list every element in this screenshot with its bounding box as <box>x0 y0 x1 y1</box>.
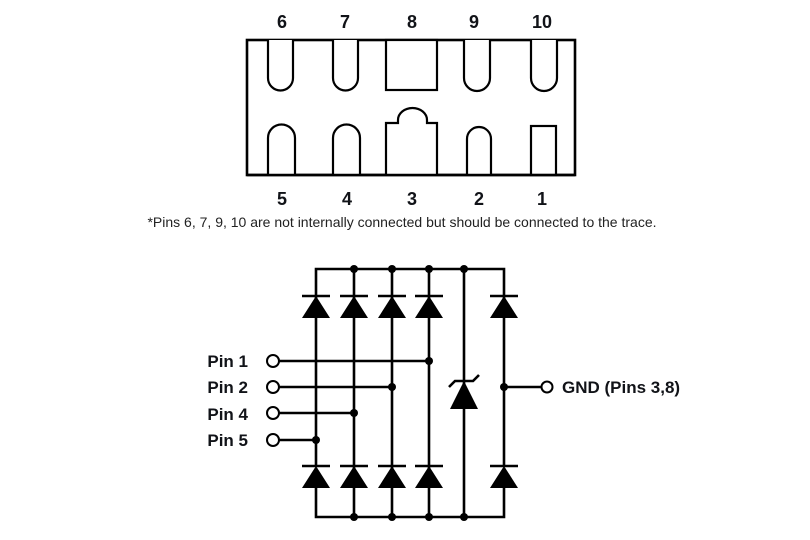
pin-label-4: 4 <box>342 189 352 209</box>
footnote: *Pins 6, 7, 9, 10 are not internally con… <box>147 214 656 230</box>
pin-label-5: 5 <box>277 189 287 209</box>
pad-4 <box>331 123 362 175</box>
junction-dot <box>388 383 396 391</box>
pad-1 <box>529 124 558 177</box>
input-terminal <box>266 406 280 420</box>
pin-label-10: 10 <box>532 12 552 32</box>
input-label: Pin 5 <box>207 431 248 450</box>
gnd-terminal <box>540 380 554 394</box>
input-label: Pin 1 <box>207 352 248 371</box>
steering-column-2 <box>340 265 368 521</box>
diode-lower-icon <box>302 466 330 488</box>
input-terminal <box>266 380 280 394</box>
steering-column-3 <box>378 265 406 521</box>
input-label: Pin 4 <box>207 405 248 424</box>
junction-dot <box>388 513 396 521</box>
pad-2 <box>465 125 493 175</box>
schematic: GND (Pins 3,8) Pin 1 Pin 2 Pin 4 Pin 5 <box>207 265 680 521</box>
pad-3 <box>384 106 439 175</box>
package-pinout: 6 7 8 9 10 5 4 3 2 1 *Pins 6, 7, 9, 10 a… <box>147 12 656 230</box>
diode-upper-icon <box>415 296 443 318</box>
input-pin-2: Pin 2 <box>207 378 396 397</box>
input-pin-4: Pin 4 <box>207 405 358 424</box>
diode-lower-icon <box>415 466 443 488</box>
gnd-label: GND (Pins 3,8) <box>562 378 680 397</box>
pin-label-9: 9 <box>469 12 479 32</box>
pad-7 <box>331 40 360 92</box>
steering-column-4 <box>415 265 443 521</box>
junction-dot <box>425 357 433 365</box>
diode-lower-icon <box>378 466 406 488</box>
junction-dot <box>312 436 320 444</box>
input-pin-1: Pin 1 <box>207 352 433 371</box>
bottom-rail <box>314 488 506 519</box>
junction-dot <box>460 513 468 521</box>
input-terminal <box>266 433 280 447</box>
zener-column <box>448 265 480 521</box>
pin-label-2: 2 <box>474 189 484 209</box>
junction-dot <box>460 265 468 273</box>
diode-upper-icon <box>302 296 330 318</box>
junction-dot <box>388 265 396 273</box>
top-rail <box>314 267 506 296</box>
steering-column-1 <box>302 294 330 488</box>
pin-label-1: 1 <box>537 189 547 209</box>
pin-label-6: 6 <box>277 12 287 32</box>
zener-diode-icon <box>450 381 478 409</box>
pad-5 <box>266 123 297 175</box>
input-terminal <box>266 354 280 368</box>
pin-label-3: 3 <box>407 189 417 209</box>
pad-8 <box>384 38 439 92</box>
diode-upper-icon <box>378 296 406 318</box>
diode-upper-icon <box>490 296 518 318</box>
junction-dot <box>425 265 433 273</box>
junction-dot <box>350 409 358 417</box>
junction-dot <box>350 265 358 273</box>
pad-9 <box>462 40 492 93</box>
pad-10 <box>529 40 559 93</box>
diode-upper-icon <box>340 296 368 318</box>
pin-label-8: 8 <box>407 12 417 32</box>
pad-6 <box>266 40 295 92</box>
junction-dot <box>425 513 433 521</box>
pin-label-7: 7 <box>340 12 350 32</box>
diode-lower-icon <box>340 466 368 488</box>
input-pin-5: Pin 5 <box>207 431 320 450</box>
diode-lower-icon <box>490 466 518 488</box>
input-label: Pin 2 <box>207 378 248 397</box>
junction-dot <box>350 513 358 521</box>
ground-column: GND (Pins 3,8) <box>490 294 680 488</box>
